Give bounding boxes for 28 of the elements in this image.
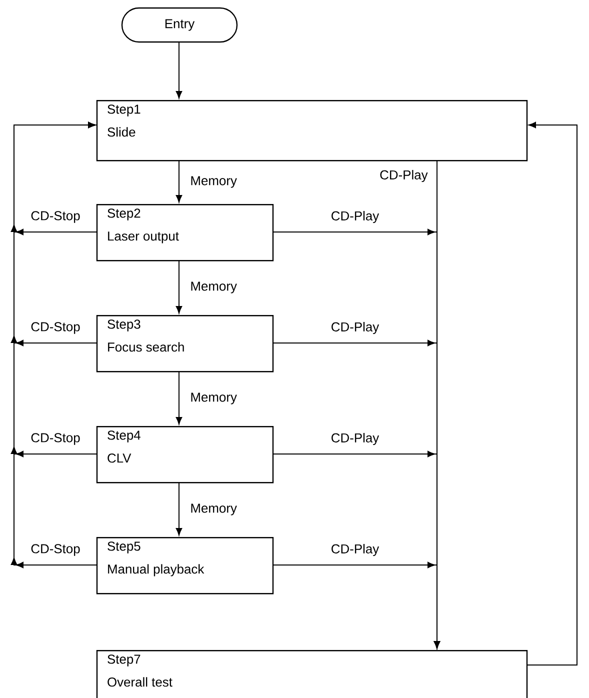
edge-label: CD-Play [332, 210, 380, 224]
edge-label: CD-Play [380, 170, 428, 182]
edge-label: Memory [191, 176, 237, 188]
edge-label: CD-Stop [31, 322, 80, 334]
edge-label: CD-Stop [31, 211, 80, 223]
arrow [176, 42, 182, 98]
arrow [176, 160, 182, 203]
edge-label: Memory [191, 392, 237, 404]
arrow [176, 370, 182, 424]
edge-label: Memory [191, 282, 237, 294]
edge-label: CD-Stop [31, 544, 80, 556]
terminal-box: Entry [121, 7, 238, 43]
arrow [10, 122, 98, 568]
process-box: Step3 Focus search [96, 315, 274, 372]
edge-label: CD-Play [332, 322, 380, 334]
arrow [272, 562, 440, 648]
arrow [176, 260, 182, 314]
process-box: Step1 Slide [96, 100, 528, 162]
edge-label: CD-Play [332, 544, 380, 556]
process-box: Step7 Overall test [96, 650, 528, 698]
edge-label: CD-Stop [31, 433, 80, 445]
process-box: Step5 Manual playback [96, 537, 274, 594]
process-box: Step4 CLV [96, 426, 274, 484]
arrow [176, 482, 182, 536]
edge-label: CD-Play [332, 432, 380, 446]
edge-label: Memory [191, 504, 237, 516]
process-box: Step2 Laser output [96, 204, 274, 262]
arrow [526, 122, 578, 666]
